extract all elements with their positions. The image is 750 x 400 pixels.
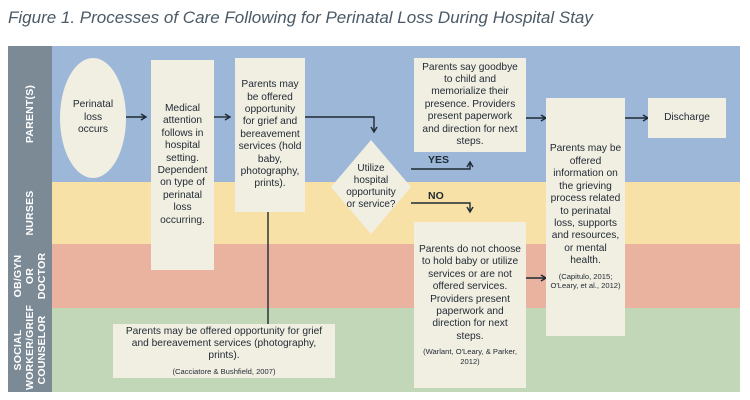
node-say-goodbye: Parents say goodbye to child and memoria… [414, 58, 526, 152]
node-offered-opportunity: Parents may be offered opportunity for g… [235, 58, 305, 212]
edge-label-no: NO [428, 190, 444, 202]
citation-capitulo: (Capitulo, 2015; O'Leary, et al., 2012) [550, 271, 621, 291]
arrow-yes [411, 160, 474, 170]
lane-label-counselor: SOCIAL WORKER/GRIEF COUNSELOR [8, 305, 52, 392]
figure-title: Figure 1. Processes of Care Following fo… [8, 8, 593, 27]
arrow-no [411, 202, 474, 214]
lane-label-doctor: OB/GYN OR DOCTOR [8, 244, 52, 308]
node-decision: Utilize hospital opportunity or service? [331, 140, 411, 234]
decision-label: Utilize hospital opportunity or service? [346, 163, 396, 210]
node-perinatal-loss: Perinatal loss occurs [60, 58, 126, 178]
flowchart: PARENT(S) NURSES OB/GYN OR DOCTOR SOCIAL… [8, 46, 740, 392]
citation-cacciatore: (Cacciatore & Bushfield, 2007) [172, 366, 276, 376]
decision-diamond [331, 140, 411, 234]
citation-warlant: (Warlant, O'Leary, & Parker, 2012) [423, 347, 517, 366]
arrow-offered-to-decision [305, 116, 378, 134]
node-counselor-services: Parents may be offered opportunity for g… [113, 324, 335, 378]
node-discharge: Discharge [648, 98, 726, 138]
edge-label-yes: YES [428, 154, 450, 166]
node-medical-attention: Medical attention follows in hospital se… [151, 60, 214, 270]
lane-label-parents: PARENT(S) [8, 46, 52, 182]
lane-doctor: OB/GYN OR DOCTOR [8, 244, 740, 308]
connectors [126, 113, 650, 324]
node-do-not-choose: Parents do not choose to hold baby or ut… [414, 222, 526, 388]
node-information: Parents may be offered information on th… [546, 98, 625, 336]
lane-label-nurses: NURSES [8, 182, 52, 244]
